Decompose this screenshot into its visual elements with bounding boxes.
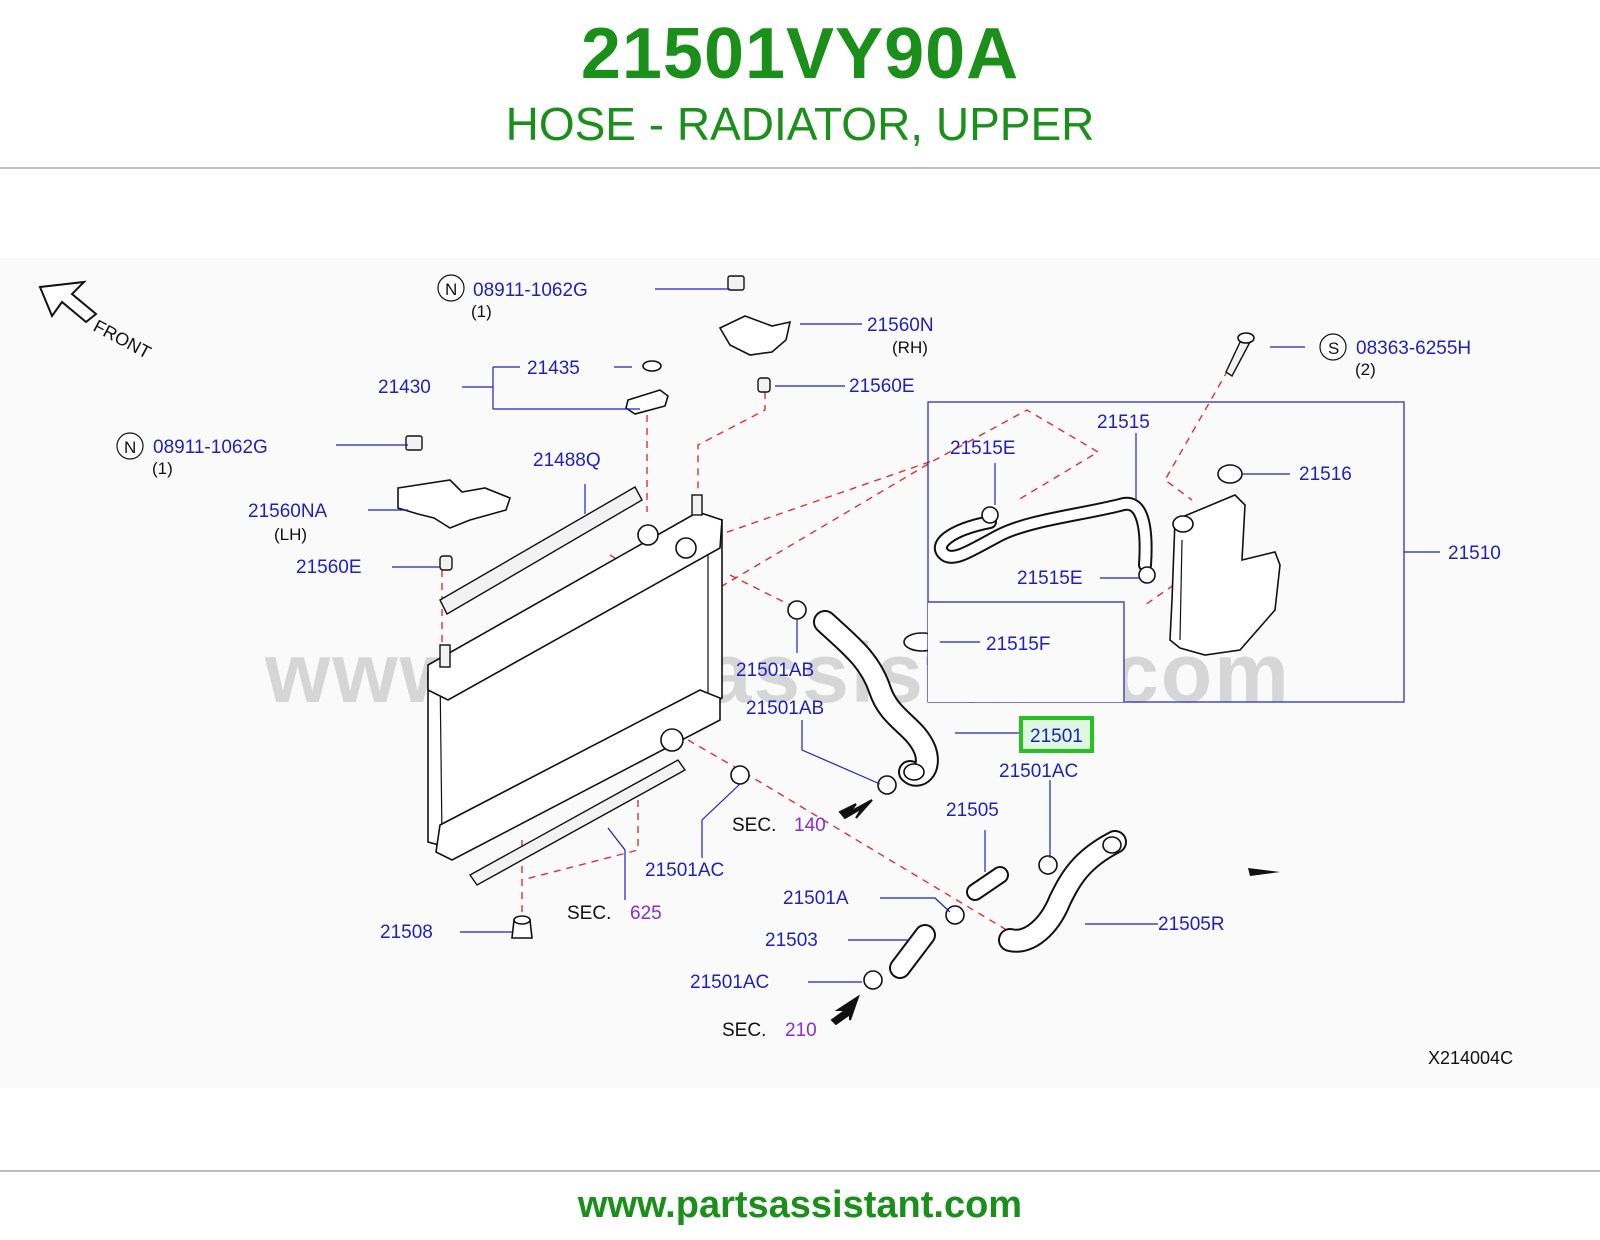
leader-line <box>607 827 626 900</box>
badge-s-right: S <box>1319 333 1347 361</box>
hose-21505-drawing <box>966 866 1009 901</box>
lower-hose-21505r-drawing <box>998 830 1127 953</box>
reservoir-hose-21515-drawing <box>934 496 1156 584</box>
callout-21515e-top[interactable]: 21515E <box>950 438 1016 459</box>
callout-08363-6255h[interactable]: 08363-6255H <box>1356 338 1471 359</box>
callout-21515[interactable]: 21515 <box>1097 412 1150 433</box>
dash-line <box>689 459 936 546</box>
callout-21505[interactable]: 21505 <box>946 800 999 821</box>
front-label: FRONT <box>90 316 154 363</box>
callout-21501a[interactable]: 21501A <box>783 888 849 909</box>
sec-arrow-icon <box>830 994 860 1026</box>
callout-21501ab-a[interactable]: 21501AB <box>736 660 814 681</box>
callout-21560n[interactable]: 21560N <box>867 315 934 336</box>
callout-21501[interactable]: 21501 <box>1030 726 1083 747</box>
section-prefix: SEC. <box>722 1020 766 1041</box>
figure-code: X214004C <box>1428 1048 1513 1068</box>
seal-21488q-drawing <box>439 486 643 615</box>
dash-line <box>521 800 639 925</box>
bracket-21560n-drawing <box>718 275 792 393</box>
upper-hose-21501-drawing <box>813 610 939 787</box>
dash-line <box>1144 569 1196 606</box>
reservoir-group-frame-edge <box>928 601 1125 702</box>
page-header: 21501VY90A HOSE - RADIATOR, UPPER <box>0 0 1600 168</box>
bracket-21560na-drawing <box>397 435 511 571</box>
callout-21435[interactable]: 21435 <box>527 358 580 379</box>
callout-21501ac-c[interactable]: 21501AC <box>690 972 769 993</box>
footer-url-link[interactable]: www.partsassistant.com <box>577 1184 1023 1226</box>
callout-qty: (2) <box>1355 360 1376 379</box>
hose-21503-drawing <box>889 924 936 979</box>
callout-21508[interactable]: 21508 <box>380 922 433 943</box>
header-divider <box>0 167 1600 169</box>
callout-21560na[interactable]: 21560NA <box>248 501 328 522</box>
callout-21560e-left[interactable]: 21560E <box>296 557 362 578</box>
parts-diagram-svg: www.partsassistant.com FRONT <box>38 274 1513 1068</box>
highlight-box <box>1019 716 1094 753</box>
callout-21516[interactable]: 21516 <box>1299 464 1352 485</box>
radiator-core-drawing <box>427 511 723 861</box>
badge-n-top: N <box>437 274 465 302</box>
footer-divider <box>0 1170 1600 1172</box>
dash-line <box>687 739 1016 936</box>
pointer-arrow-icon <box>1248 868 1280 876</box>
callout-08911-1062g-left[interactable]: 08911-1062G <box>153 437 268 458</box>
front-arrow-icon: FRONT <box>38 280 154 363</box>
callout-qty: (1) <box>152 459 173 478</box>
parts-diagram: www.partsassistant.com FRONT <box>0 258 1600 1088</box>
badge-n-left: N <box>116 432 144 460</box>
callout-21501ac-a[interactable]: 21501AC <box>999 761 1078 782</box>
callout-21515e-bottom[interactable]: 21515E <box>1017 568 1083 589</box>
section-ref-625[interactable]: 625 <box>630 903 662 924</box>
section-prefix: SEC. <box>732 815 776 836</box>
callout-21501ac-b[interactable]: 21501AC <box>645 860 724 881</box>
svg-text:N: N <box>124 438 136 457</box>
callout-21501ab-b[interactable]: 21501AB <box>746 698 824 719</box>
part-number-title: 21501VY90A <box>580 14 1020 94</box>
sec-arrow-icon <box>838 799 873 820</box>
radiator-fittings <box>439 494 703 752</box>
callout-21510[interactable]: 21510 <box>1448 543 1501 564</box>
callout-21503[interactable]: 21503 <box>765 930 818 951</box>
leader-line <box>462 366 640 410</box>
part-description: HOSE - RADIATOR, UPPER <box>505 98 1095 150</box>
bolt-08363-drawing <box>1225 332 1255 378</box>
bushing-21508-drawing <box>511 915 533 939</box>
seal-lower-drawing <box>468 759 687 886</box>
callout-08911-1062g-top[interactable]: 08911-1062G <box>473 280 588 301</box>
callout-21488q[interactable]: 21488Q <box>533 450 601 471</box>
svg-text:N: N <box>445 280 457 299</box>
dash-line <box>1164 369 1229 501</box>
svg-text:S: S <box>1328 339 1339 358</box>
callout-side: (LH) <box>274 525 307 544</box>
reservoir-group-frame-notch <box>928 602 1124 702</box>
callout-21505r[interactable]: 21505R <box>1158 914 1225 935</box>
callout-21430[interactable]: 21430 <box>378 377 431 398</box>
callout-qty: (1) <box>471 302 492 321</box>
leader-line <box>880 897 951 913</box>
callout-21515f[interactable]: 21515F <box>986 634 1050 655</box>
section-ref-140[interactable]: 140 <box>794 815 826 836</box>
radiator-cap-drawing <box>625 360 669 415</box>
dash-line <box>729 574 791 606</box>
leader-line <box>701 783 741 858</box>
dash-line <box>697 392 766 490</box>
section-prefix: SEC. <box>567 903 611 924</box>
section-ref-210[interactable]: 210 <box>785 1020 817 1041</box>
callout-21560e-top[interactable]: 21560E <box>849 376 915 397</box>
callout-side: (RH) <box>892 338 928 357</box>
reservoir-tank-drawing <box>1169 464 1281 656</box>
leader-line <box>801 720 881 785</box>
